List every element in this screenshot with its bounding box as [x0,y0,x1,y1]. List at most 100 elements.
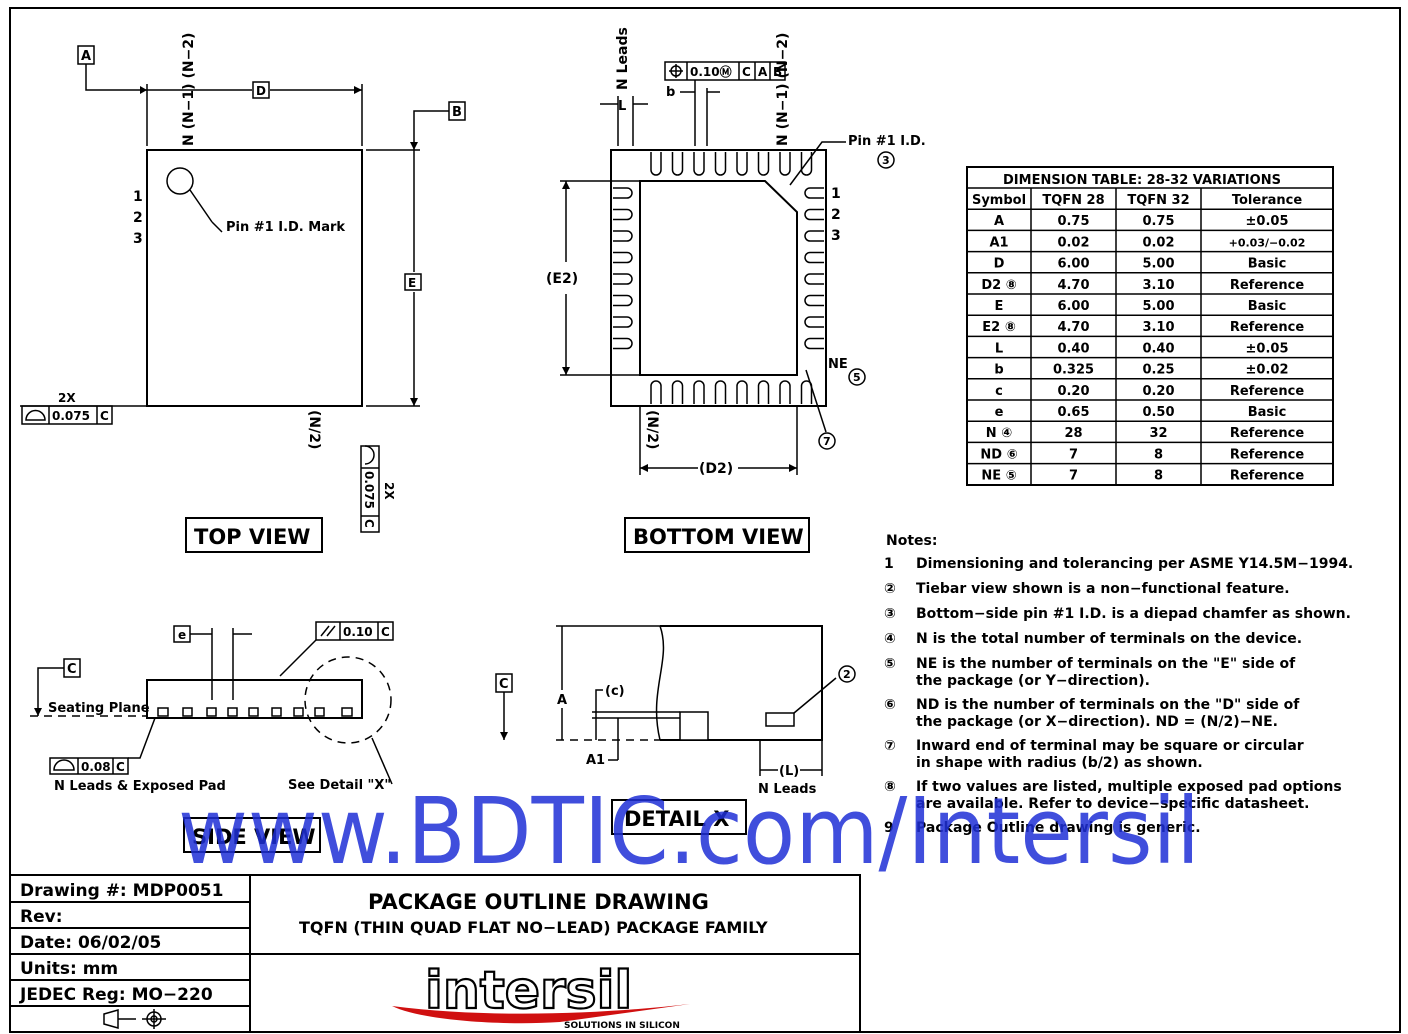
note-number: 1 [884,556,894,572]
dim-l-paren-label: (L) [779,764,799,779]
coplanarity-datum: C [116,760,125,774]
side-view: C Seating Plane e 0.10 C 0.08 C N Leads … [30,621,394,853]
table-cell: 0.75 [1142,214,1174,229]
table-header-cell: TQFN 32 [1127,193,1189,208]
terminal-right [804,316,824,328]
table-cell: ±0.02 [1246,363,1289,378]
table-cell: 8 [1154,447,1163,462]
terminal-top [736,152,748,176]
bottom-view-body [610,149,827,407]
coplanarity-value: 0.08 [81,760,111,774]
table-cell: 7 [1069,447,1078,462]
note-text: Package Outline drawing is generic. [916,820,1201,836]
note-ref-3: 3 [882,154,890,167]
terminal-top [650,152,662,176]
note-text: ND is the number of terminals on the "D"… [916,697,1300,713]
table-cell: 0.02 [1142,235,1174,250]
fcf-datum-c: C [742,65,751,79]
pin-1-bottom-label: 1 [831,186,841,202]
watermark-text: www.BDTIC.com/Intersil [178,778,1200,885]
datum-b-label: B [452,105,462,120]
fcf-datum-a: A [758,65,768,79]
side-terminal [271,707,282,717]
side-view-title: SIDE VIEW [192,825,316,849]
drawing-number: Drawing #: MDP0051 [20,881,223,901]
dimension-table: DIMENSION TABLE: 28-32 VARIATIONS Symbol… [966,166,1334,486]
dim-e-pitch-label: e [178,628,186,642]
datum-a-label: A [81,49,91,64]
dim-e2-label: (E2) [546,271,578,287]
flatness-right-datum: C [362,519,376,528]
note-text: N is the total number of terminals on th… [916,631,1302,647]
table-cell: D [994,257,1005,272]
fcf-position-value: 0.10Ⓜ [690,64,732,79]
table-cell: Reference [1230,278,1304,293]
n-leads-exposed-pad-label: N Leads & Exposed Pad [54,779,226,794]
detail-x-title: DETAIL X [624,807,729,831]
table-cell: 6.00 [1057,299,1089,314]
table-cell: E [995,299,1004,314]
terminal-left [613,251,633,264]
dim-l-label: L [618,99,626,114]
drawing-date: Date: 06/02/05 [20,933,161,953]
fcf-datum-b: B [773,65,782,79]
table-cell: NE ⑤ [981,469,1016,484]
table-cell: +0.03/−0.02 [1229,236,1306,249]
note-text: NE is the number of terminals on the "E"… [916,656,1296,672]
seating-plane-label: Seating Plane [48,701,150,716]
note-text: Inward end of terminal may be square or … [916,738,1304,754]
dim-d2-label: (D2) [699,461,733,477]
table-cell: Reference [1230,447,1304,462]
datum-c-detail-label: C [499,677,509,692]
detail-x-view: A (c) A1 C (L) N Leads 2 DETAIL X [495,625,856,835]
exposed-pad [639,180,798,376]
table-cell: 0.40 [1142,341,1174,356]
side-terminal [157,707,169,717]
terminal-bottom [736,380,748,404]
bottom-view-title: BOTTOM VIEW [633,525,804,549]
note-number: ④ [884,631,896,647]
table-cell: 3.10 [1142,320,1174,335]
terminal-left [613,187,633,199]
table-cell: ±0.05 [1246,214,1289,229]
terminal-right [804,273,824,285]
table-cell: Basic [1248,257,1287,272]
table-cell: Reference [1230,469,1304,484]
terminal-top [779,152,791,176]
table-cell: 4.70 [1057,278,1089,293]
terminal-left [613,230,633,242]
two-x-left-label: 2X [58,391,76,405]
bottom-terminals [613,152,824,404]
title-block: Drawing #: MDP0051 Rev: Date: 06/02/05 U… [9,874,861,1033]
bottom-view: (E2) (D2) (N/2) N Leads L 0.10Ⓜ C A B b … [546,27,926,553]
note-number: ⑥ [884,697,896,713]
table-cell: 0.25 [1142,363,1174,378]
terminal-left [613,208,633,221]
terminal-right [804,294,824,307]
side-terminal [293,707,304,717]
table-cell: 0.20 [1057,384,1089,399]
pin-2-bottom-label: 2 [831,207,841,223]
n-half-bottom-label: (N/2) [644,410,660,449]
table-cell: 4.70 [1057,320,1089,335]
dim-b-label: b [666,85,675,100]
terminal-bottom [693,380,705,404]
pin1-mark-circle [166,167,194,195]
flatness-left-value: 0.075 [52,409,90,423]
jedec-reg: JEDEC Reg: MO−220 [19,985,213,1005]
dim-a-label: A [557,693,567,708]
dim-e-label: E [408,276,416,290]
dim-a1-label: A1 [586,753,605,768]
note-number: 9 [884,820,894,836]
terminal-bottom [779,380,791,404]
table-cell: 0.50 [1142,405,1174,420]
note-text: the package (or Y−direction). [916,673,1150,689]
note-number: ⑤ [884,656,896,672]
note-text: Tiebar view shown is a non−functional fe… [916,581,1290,597]
note-ref-2: 2 [843,668,851,681]
terminal-top [714,152,727,176]
terminal-right [804,230,824,242]
note-ref-5: 5 [853,371,861,384]
note-text: Bottom−side pin #1 I.D. is a diepad cham… [916,606,1351,622]
datum-c-side-label: C [67,662,77,677]
